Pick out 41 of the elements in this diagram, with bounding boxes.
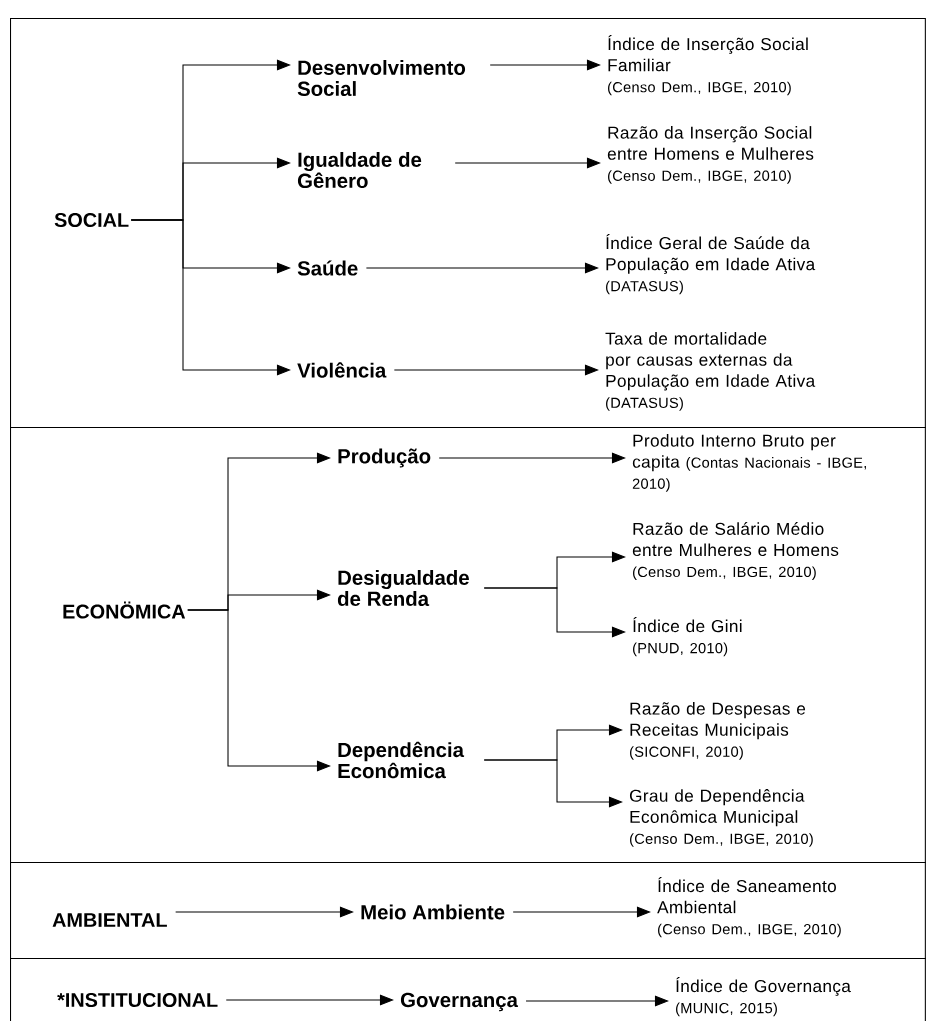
arrow — [525, 995, 669, 1007]
subcategory-label: Desenvolvimento Social — [297, 60, 466, 96]
section-panel — [10, 862, 926, 960]
indicator-text: Razão de Salário Médio entre Mulheres e Homens (Censo Dem., IBGE, 2010) — [632, 522, 839, 580]
arrow — [130, 219, 291, 376]
arrow — [175, 906, 354, 918]
arrow — [483, 759, 623, 808]
subcategory-label: Meio Ambiente — [361, 904, 505, 920]
subcategory-label: Produção — [338, 448, 431, 468]
subcategory-label: Desigualdade de Renda — [337, 570, 469, 607]
subcategory-label: Dependência Econômica — [338, 741, 465, 779]
indicator-text: Produto Interno Bruto per capita (Contas Nacionais - IBGE, 2010) — [632, 434, 866, 492]
category-label: AMBIENTAL — [52, 913, 167, 927]
category-label: ECONÖMICA — [63, 601, 186, 619]
indicator-text: Grau de Dependência Econômica Municipal (Censo Dem., IBGE, 2010) — [629, 789, 813, 847]
arrow — [393, 364, 599, 376]
section-panel — [10, 427, 926, 863]
arrow — [512, 906, 651, 918]
section-panel — [10, 958, 926, 1021]
indicator-text: Razão da Inserção Social entre Homens e Mulheres (Censo Dem., IBGE, 2010) — [607, 126, 814, 184]
indicator-text: Índice de Saneamento Ambiental (Censo Dem., IBGE, 2010) — [657, 877, 841, 938]
indicator-text: Índice de Governança (MUNIC, 2015) — [676, 977, 851, 1017]
indicator-text: Razão de Despesas e Receitas Municipais (SICONFI, 2010) — [630, 702, 806, 760]
subcategory-label: Governança — [400, 992, 519, 1012]
arrow — [187, 609, 331, 772]
arrow — [365, 262, 599, 274]
arrow — [489, 59, 601, 71]
arrow — [454, 157, 601, 169]
arrow — [225, 994, 394, 1006]
category-label: SOCIAL — [54, 213, 129, 228]
subcategory-label: Violência — [297, 362, 387, 378]
indicator-text: Índice Geral de Saúde da População em Idade Ativa (DATASUS) — [606, 234, 816, 295]
indicator-text: Taxa de mortalidade por causas externas da População em Idade Ativa (DATASUS) — [605, 332, 816, 411]
subcategory-label: Saúde — [297, 260, 358, 276]
indicator-text: Índice de Inserção Social Familiar (Censo Dem., IBGE, 2010) — [608, 35, 808, 96]
indicator-text: Índice de Gini (PNUD, 2010) — [633, 617, 742, 657]
category-label: *INSTITUCIONAL — [57, 993, 218, 1008]
subcategory-label: Igualdade de Gênero — [297, 152, 422, 188]
arrow — [483, 587, 626, 638]
arrow — [438, 452, 626, 464]
section-panel — [10, 18, 926, 428]
